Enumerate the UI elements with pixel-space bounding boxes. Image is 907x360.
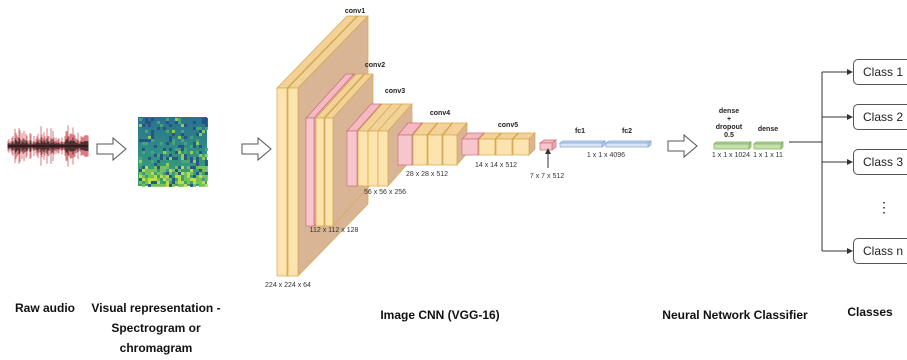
waveform-image [7,125,89,167]
fc2-layer [604,140,653,148]
class-connectors [789,71,850,252]
dim-7: 7 x 7 x 512 [530,173,564,180]
label-fc2: fc2 [622,128,632,135]
arrow-cnn-to-classifier [667,133,698,159]
spectrogram-image [138,117,208,187]
pool5-slab [538,139,558,151]
class-box-3: Class 3 [853,149,907,175]
pointer-arrow-7x7 [545,148,551,168]
label-conv4: conv4 [430,110,450,117]
caption-image-cnn: Image CNN (VGG-16) [380,308,500,322]
conv5-slab-3 [512,132,536,156]
label-conv5: conv5 [498,122,518,129]
dim-224: 224 x 224 x 64 [265,282,311,289]
class-ellipsis: ⋮ [853,193,907,223]
dense1-label-line3: dropout [716,124,743,131]
label-conv3: conv3 [385,88,405,95]
dense-1024-layer [713,141,752,150]
dense1-label-line4: 0.5 [724,132,734,139]
dense1-dim: 1 x 1 x 1024 [712,152,750,159]
dense2-label: dense [758,126,778,133]
caption-raw-audio: Raw audio [14,301,75,315]
arrow-spectrogram-to-cnn [241,136,272,162]
class-box-n: Class n [853,238,907,264]
label-fc1: fc1 [575,128,585,135]
label-conv2: conv2 [365,62,385,69]
caption-visual-representation: Visual representation - Spectrogram or c… [91,301,221,355]
dense1-label-line2: + [727,116,731,123]
conv5-slab-2 [495,132,519,156]
dense2-dim: 1 x 1 x 11 [753,152,783,159]
class-box-2: Class 2 [853,104,907,130]
class-connector-arrowheads [847,69,853,254]
dim-28: 28 x 28 x 512 [406,171,448,178]
vgg16-layers [276,15,653,277]
label-conv1: conv1 [345,8,365,15]
fc1-layer [558,140,607,148]
caption-classes: Classes [847,305,893,319]
caption-nn-classifier: Neural Network Classifier [662,308,808,322]
dense1-label-line1: dense [719,108,739,115]
dim-14: 14 x 14 x 512 [475,162,517,169]
dense-11-layer [753,141,784,150]
dim-4096: 1 x 1 x 4096 [587,152,625,159]
arrow-audio-to-spectrogram [96,136,127,162]
dim-56: 56 x 56 x 256 [364,189,406,196]
dim-112: 112 x 112 x 128 [310,227,359,234]
class-box-1: Class 1 [853,59,907,85]
